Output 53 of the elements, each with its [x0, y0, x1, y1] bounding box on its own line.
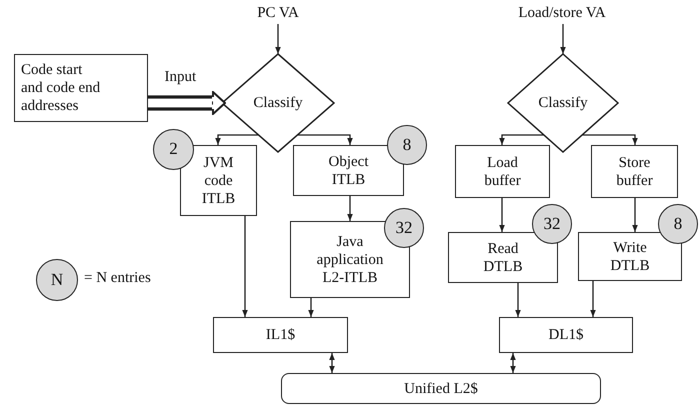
entry-count-circle: [658, 204, 698, 244]
hollow-arrow: [146, 91, 227, 115]
arrow: [560, 24, 566, 54]
node-label: Store buffer: [615, 154, 654, 190]
node-label: Classify: [537, 94, 589, 112]
arrow: [242, 216, 248, 317]
process-box: [213, 317, 348, 353]
arrow: [308, 298, 314, 317]
arrow: [347, 196, 353, 221]
entry-count-circle: [153, 129, 194, 170]
node-label: Code start and code end addresses: [20, 61, 102, 115]
process-box: [455, 145, 550, 198]
process-box: [180, 145, 257, 216]
node-label: Object ITLB: [328, 152, 370, 188]
entry-count-circle: [384, 208, 424, 248]
process-box: [293, 145, 404, 196]
address-label: PC VA: [238, 2, 318, 24]
node-label: Load buffer: [483, 154, 522, 190]
address-label: Load/store VA: [497, 2, 627, 24]
node-label: Java application L2-ITLB: [316, 232, 384, 286]
decision-diamond: [222, 54, 334, 152]
double-arrow: [510, 353, 516, 373]
process-box: [448, 232, 558, 283]
node-label: IL1$: [264, 326, 296, 344]
process-box: [499, 317, 633, 353]
node-label: Unified L2$: [403, 380, 479, 398]
node-label: Write DTLB: [609, 238, 651, 274]
process-box: [578, 232, 682, 281]
edge-label: Input: [164, 69, 196, 86]
entry-count: 32: [394, 218, 414, 238]
process-box: [14, 54, 148, 122]
node-label: Read DTLB: [482, 240, 524, 276]
entry-count: N: [50, 270, 64, 290]
node-label: JVM code ITLB: [200, 154, 236, 208]
arrow: [499, 198, 505, 232]
arrow: [632, 198, 638, 232]
arrow: [590, 281, 596, 317]
arrow: [275, 24, 281, 54]
decision-diamond: [508, 54, 618, 152]
process-box: [290, 221, 410, 298]
entry-count: 2: [168, 139, 179, 160]
entry-count-circle: [387, 125, 427, 165]
entry-count-circle: [532, 204, 572, 244]
entry-count: 8: [672, 214, 684, 234]
entry-count: 8: [402, 134, 412, 156]
entry-count: 32: [542, 214, 562, 234]
process-box: [591, 145, 678, 198]
process-box: [281, 373, 601, 404]
entry-count-circle: [36, 259, 78, 301]
node-label: DL1$: [548, 326, 584, 344]
double-arrow: [329, 353, 335, 373]
node-label: Classify: [252, 94, 304, 112]
arrow: [515, 283, 521, 317]
